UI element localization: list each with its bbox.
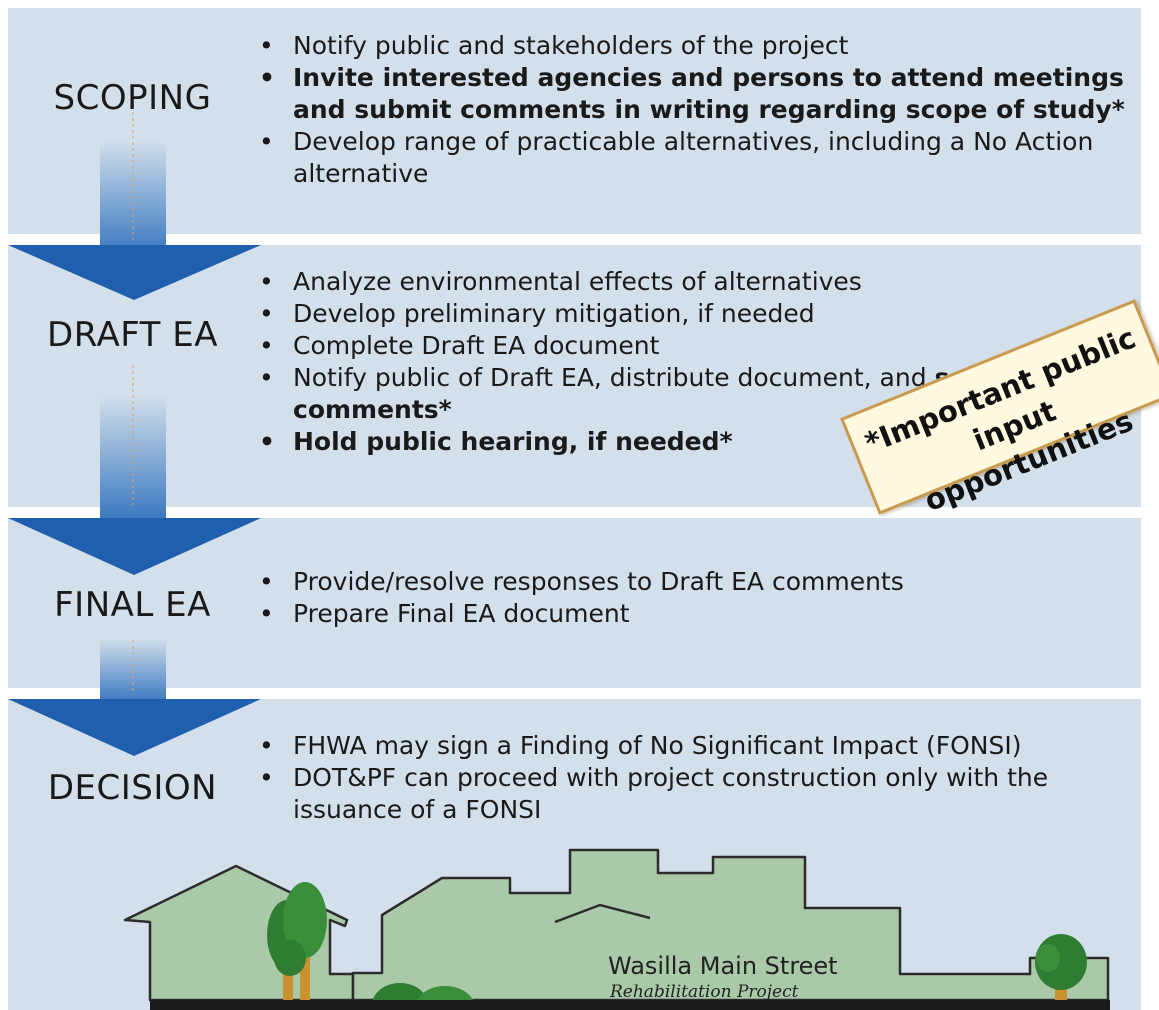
stage-title-scoping: SCOPING	[53, 78, 212, 118]
list-item: Invite interested agencies and persons t…	[255, 62, 1149, 126]
draft-ea-task-list: Analyze environmental effects of alterna…	[255, 266, 1149, 458]
down-arrow-1	[8, 100, 261, 300]
list-item: Prepare Final EA document	[255, 598, 1149, 630]
decision-task-list: FHWA may sign a Finding of No Significan…	[255, 730, 1149, 826]
stage-title-draft-ea: DRAFT EA	[47, 315, 218, 355]
list-item: Provide/resolve responses to Draft EA co…	[255, 566, 1149, 598]
list-item-text: Notify public of Draft EA, distribute do…	[293, 363, 935, 392]
list-item: Develop range of practicable alternative…	[255, 126, 1149, 190]
final-ea-task-list: Provide/resolve responses to Draft EA co…	[255, 566, 1149, 630]
list-item: DOT&PF can proceed with project construc…	[255, 762, 1149, 826]
list-item: FHWA may sign a Finding of No Significan…	[255, 730, 1149, 762]
stage-title-final-ea: FINAL EA	[54, 585, 211, 625]
list-item: Hold public hearing, if needed*	[255, 426, 1149, 458]
project-logo-subtitle: Rehabilitation Project	[610, 982, 799, 1002]
list-item: Complete Draft EA document	[255, 330, 1149, 362]
scoping-task-list: Notify public and stakeholders of the pr…	[255, 30, 1149, 190]
list-item: Develop preliminary mitigation, if neede…	[255, 298, 1149, 330]
stage-title-decision: DECISION	[47, 768, 218, 808]
town-skyline-illustration	[123, 848, 1110, 1010]
project-logo-title: Wasilla Main Street	[608, 952, 838, 980]
list-item: Notify public and stakeholders of the pr…	[255, 30, 1149, 62]
list-item: Analyze environmental effects of alterna…	[255, 266, 1149, 298]
down-arrow-2	[8, 365, 261, 575]
down-arrow-3	[8, 638, 261, 756]
